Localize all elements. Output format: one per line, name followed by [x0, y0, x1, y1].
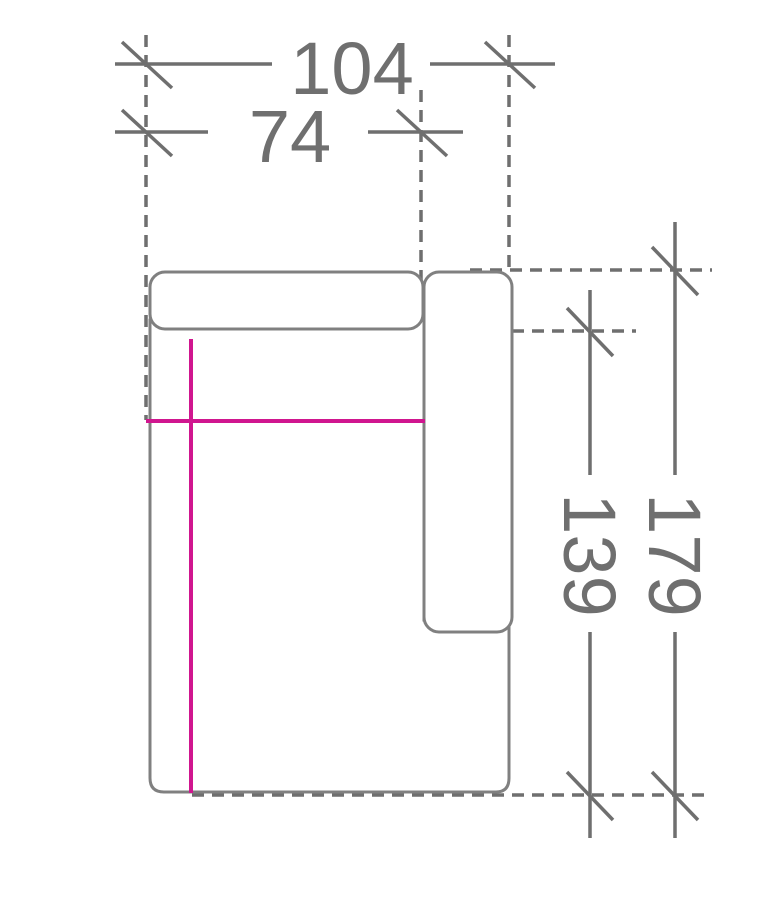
seat-depth-marker — [146, 339, 425, 793]
dimension-overall-width: 104 — [115, 27, 555, 110]
sofa-module — [148, 270, 514, 794]
overall-width-label: 104 — [290, 27, 413, 110]
backrest — [148, 270, 425, 331]
seat-body — [148, 318, 511, 794]
seat-depth-label: 139 — [548, 493, 631, 616]
dimension-overall-depth: 179 — [633, 222, 716, 838]
overall-depth-label: 179 — [633, 493, 716, 616]
armrest — [422, 270, 514, 634]
seat-width-label: 74 — [249, 95, 331, 178]
dimension-seat-width: 74 — [115, 95, 463, 178]
dimension-seat-depth: 139 — [548, 290, 631, 838]
